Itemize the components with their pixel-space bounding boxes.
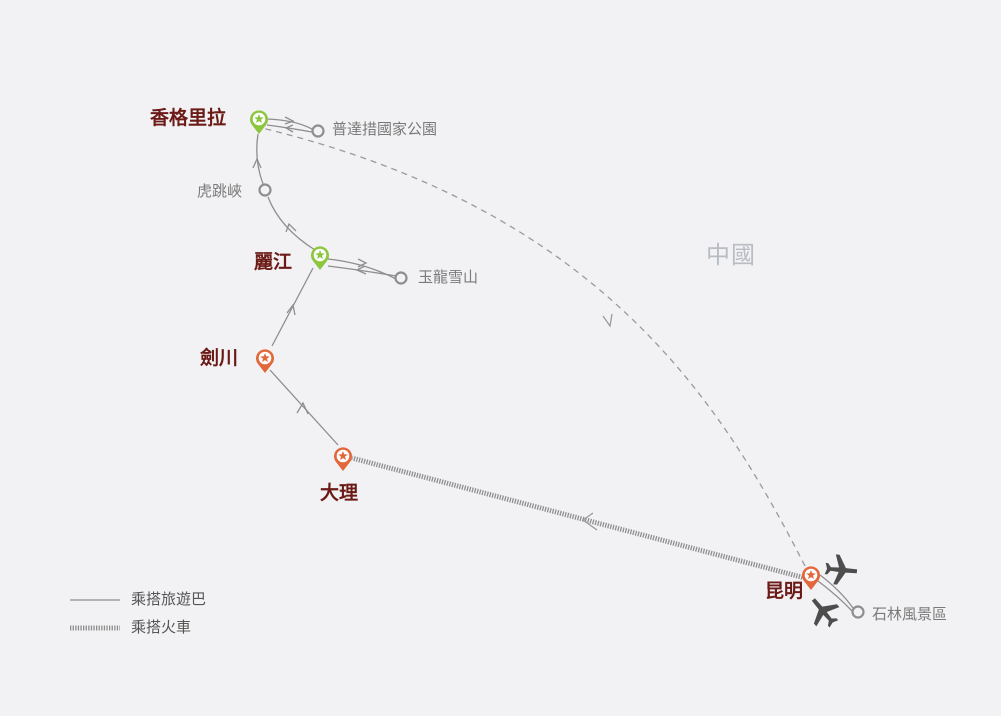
bus-arrow-pudacuo-back	[284, 124, 294, 133]
city-label-kunming[interactable]: 昆明	[765, 580, 804, 602]
attraction-label-tiger-leaping[interactable]: 虎跳峽	[197, 182, 243, 200]
bus-route-shangrila-pudacuo-out	[266, 118, 313, 130]
bus-arrow-jade-dragon-back	[355, 265, 367, 275]
city-label-shangrila[interactable]: 香格里拉	[150, 107, 227, 129]
country-label: 中國	[706, 241, 756, 269]
star-icon	[254, 114, 264, 124]
stone-forest-marker[interactable]	[851, 605, 865, 619]
flight-route-path	[261, 127, 806, 567]
attraction-label-stone-forest[interactable]: 石林風景區	[872, 605, 948, 623]
city-pin-jianchuan[interactable]	[256, 349, 274, 373]
bus-routes	[256, 118, 854, 613]
bus-direction-arrows	[252, 116, 368, 415]
bus-arrow-tiger-leaping-shangrila	[252, 157, 262, 169]
city-label-jianchuan[interactable]: 劍川	[200, 347, 239, 369]
legend-train-label: 乘搭火車	[131, 618, 192, 636]
bus-route-lijiang-jade-dragon-back	[327, 265, 397, 277]
bus-arrow-pudacuo-out	[284, 116, 295, 125]
jade-dragon-marker[interactable]	[394, 271, 408, 285]
attraction-label-jade-dragon[interactable]: 玉龍雪山	[418, 268, 479, 286]
bus-arrow-jianchuan-lijiang	[286, 303, 296, 316]
bus-route-dali-jianchuan	[269, 369, 339, 446]
star-icon	[806, 570, 816, 580]
attraction-label-pudacuo[interactable]: 普達措國家公園	[332, 120, 438, 138]
city-label-dali[interactable]: 大理	[320, 482, 359, 504]
city-label-lijiang[interactable]: 麗江	[254, 251, 293, 273]
bus-route-lijiang-tiger-leaping	[267, 196, 316, 251]
train-route-path	[351, 455, 806, 581]
legend-bus-label: 乘搭旅遊巴	[131, 590, 207, 608]
train-direction-arrow	[581, 512, 598, 531]
bus-arrow-dali-jianchuan	[296, 401, 309, 415]
bus-route-lijiang-jade-dragon-out	[327, 258, 397, 280]
star-icon	[338, 451, 348, 461]
pudacuo-marker[interactable]	[311, 124, 325, 138]
bus-route-kunming-stone-forest-out	[817, 580, 854, 613]
bus-route-kunming-stone-forest-back	[819, 574, 854, 609]
bus-arrow-jade-dragon-out	[357, 258, 368, 268]
tiger-leaping-marker[interactable]	[258, 183, 272, 197]
city-pin-dali[interactable]	[333, 447, 352, 471]
city-pin-lijiang[interactable]	[311, 246, 329, 270]
flight-direction-arrow	[602, 313, 613, 328]
airplane-icon-departure	[811, 598, 840, 628]
bus-route-shangrila-pudacuo-back	[266, 124, 313, 133]
star-icon	[260, 353, 270, 363]
city-pin-shangrila[interactable]	[250, 110, 268, 134]
city-pin-kunming[interactable]	[802, 566, 820, 590]
star-icon	[315, 250, 325, 260]
airplane-icon-arrival	[824, 554, 858, 585]
bus-arrow-lijiang-tiger-leaping	[285, 222, 297, 233]
bus-route-jianchuan-lijiang	[271, 267, 314, 347]
